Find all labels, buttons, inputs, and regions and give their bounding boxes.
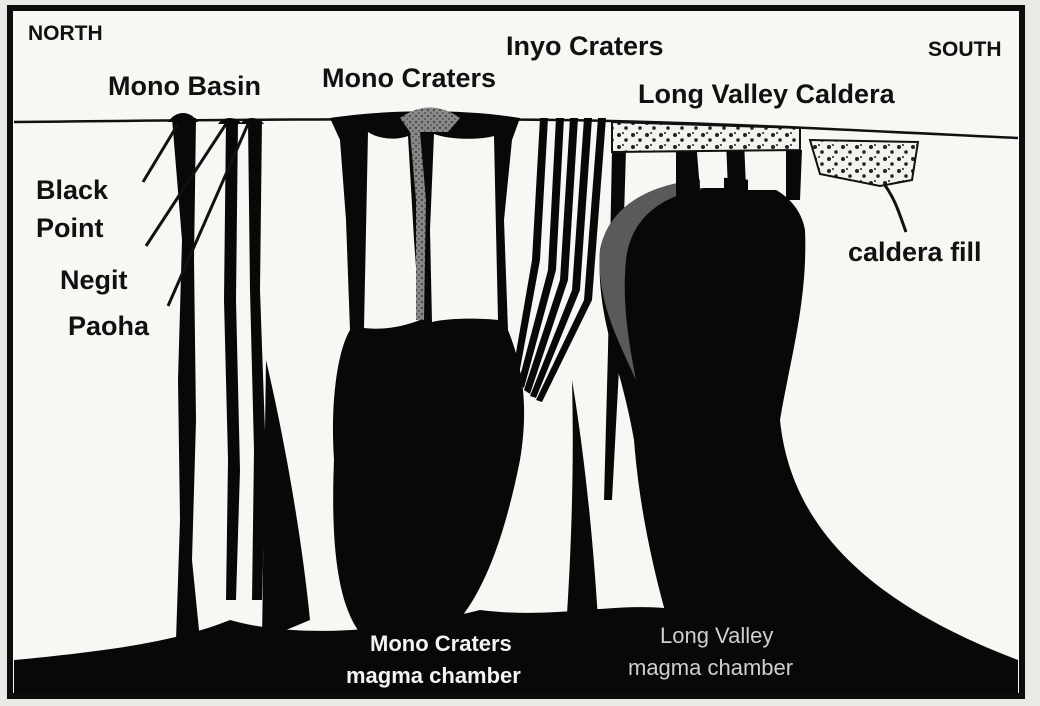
- label-mono-basin: Mono Basin: [108, 72, 261, 102]
- label-lv-chamber-line2: magma chamber: [628, 656, 793, 680]
- caldera-fill-left: [612, 122, 800, 152]
- label-caldera-fill: caldera fill: [848, 238, 982, 268]
- label-mono-craters: Mono Craters: [322, 64, 496, 94]
- label-black-point-line1: Black: [36, 176, 108, 206]
- lv-conduit-3: [786, 150, 802, 200]
- label-south: SOUTH: [928, 38, 1002, 61]
- label-negit: Negit: [60, 266, 128, 296]
- mono-interior-right: [430, 134, 498, 322]
- label-black-point-line2: Point: [36, 214, 104, 244]
- label-paoha: Paoha: [68, 312, 149, 342]
- label-mono-chamber-line1: Mono Craters: [370, 632, 512, 656]
- label-long-valley-caldera: Long Valley Caldera: [638, 80, 895, 110]
- label-lv-chamber-line1: Long Valley: [660, 624, 773, 648]
- lv-gap-1: [700, 150, 724, 188]
- label-north: NORTH: [28, 22, 103, 45]
- lv-gap-2: [748, 150, 784, 190]
- label-inyo-craters: Inyo Craters: [506, 32, 664, 62]
- label-mono-chamber-line2: magma chamber: [346, 664, 521, 688]
